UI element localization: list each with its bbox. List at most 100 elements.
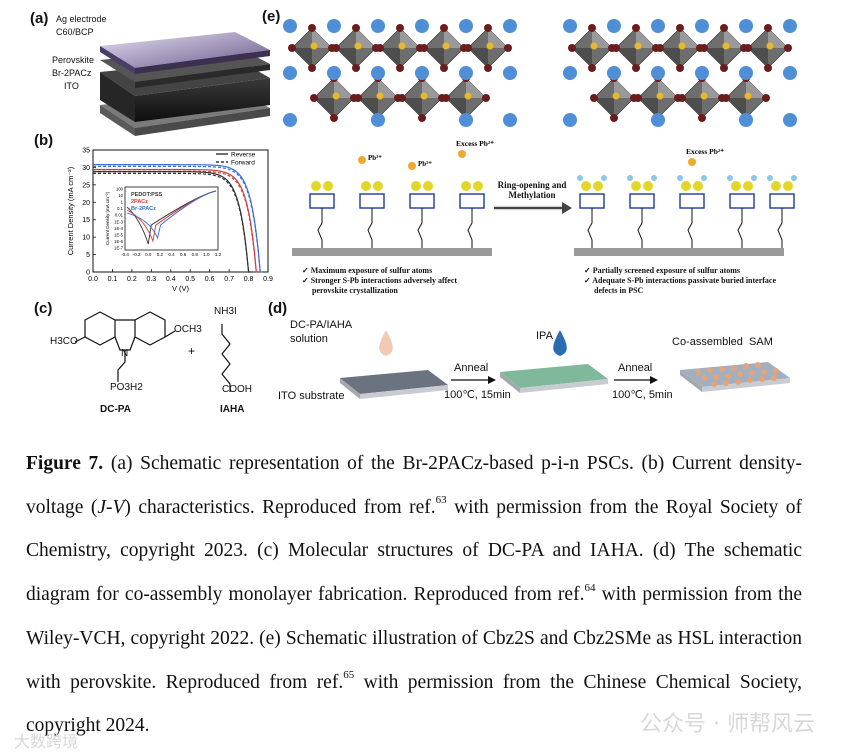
right-lattice-octahedron: [568, 24, 616, 72]
x-tick-label: 0.1: [108, 276, 118, 283]
watermark-left: 大数跨境: [14, 728, 78, 752]
hsl-interaction-schematic: Pb²⁺Pb²⁺Excess Pb²⁺Excess Pb²⁺: [262, 8, 807, 300]
inset-x-tick-label: 1.2: [215, 252, 222, 257]
cbz2s-molecule: [310, 181, 334, 248]
right-substrate: [574, 248, 784, 256]
cbz2sme-molecule: [677, 175, 707, 248]
inset-y-tick-label: 1: [121, 200, 124, 205]
inset-y-tick-label: 1E-5: [114, 232, 124, 237]
dcpa-right-group: OCH3: [174, 324, 202, 335]
reaction-arrow-head: [562, 202, 572, 214]
result-label: Co-assembled SAM: [672, 336, 773, 348]
right-notes: ✓ Partially screened exposure of sulfur …: [584, 266, 776, 296]
cation-sphere: [695, 19, 709, 33]
inset-x-tick-label: -0.2: [133, 252, 141, 257]
cation-sphere: [651, 113, 665, 127]
cation-sphere: [459, 66, 473, 80]
inset-x-tick-label: 1.0: [203, 252, 210, 257]
y-tick-label: 35: [82, 148, 90, 155]
left-lattice-octahedron: [332, 24, 380, 72]
cation-sphere: [607, 66, 621, 80]
pb-ion: [358, 156, 366, 164]
inset-x-tick-label: 0.0: [145, 252, 152, 257]
y-tick-label: 20: [82, 200, 90, 207]
panel-e: (e) Pb²⁺Pb²⁺Excess Pb²⁺Excess Pb²⁺ Ring-…: [262, 8, 807, 300]
pb-label: Pb²⁺: [368, 154, 382, 162]
right-lattice-octahedron: [700, 24, 748, 72]
cation-sphere: [563, 66, 577, 80]
left-note-1: Maximum exposure of sulfur atoms: [311, 266, 432, 275]
cation-sphere: [695, 66, 709, 80]
cation-sphere: [459, 19, 473, 33]
legend-label-reverse: Reverse: [231, 152, 256, 159]
cation-sphere: [651, 19, 665, 33]
cbz2sme-molecule: [577, 175, 607, 248]
left-lattice-octahedron: [376, 24, 424, 72]
inset-y-tick-label: 100: [116, 187, 124, 192]
dcpa-n: N: [121, 348, 128, 359]
excess-pb-label: Excess Pb²⁺: [686, 147, 724, 156]
cation-sphere: [739, 113, 753, 127]
substrate-label: ITO substrate: [278, 390, 344, 402]
cation-sphere: [415, 19, 429, 33]
cation-sphere: [371, 113, 385, 127]
cation-sphere: [503, 19, 517, 33]
right-note-1: Partially screened exposure of sulfur at…: [593, 266, 740, 275]
cation-sphere: [783, 19, 797, 33]
layer-label-ito: ITO: [64, 81, 79, 91]
caption-ref-64: 64: [584, 582, 595, 594]
cation-sphere: [371, 19, 385, 33]
x-tick-label: 0.2: [127, 276, 137, 283]
left-lattice-octahedron: [398, 74, 446, 122]
left-lattice-octahedron: [464, 24, 512, 72]
y-tick-label: 5: [86, 252, 90, 259]
dcpa-left-group: H3CO: [50, 336, 78, 347]
excess-pb-ion: [688, 158, 696, 166]
inset-x-tick-label: 0.4: [168, 252, 175, 257]
inset-y-tick-label: 0.01: [115, 213, 124, 218]
left-notes: ✓ Maximum exposure of sulfur atoms ✓ Str…: [302, 266, 457, 296]
cation-sphere: [283, 66, 297, 80]
ipa-label: IPA: [536, 330, 553, 342]
caption-figure-number: Figure 7.: [26, 453, 103, 474]
caption-jv: J-V: [97, 497, 124, 518]
iaha-top: NH3I: [214, 306, 237, 317]
inset-legend-label: PEDOT:PSS: [131, 192, 163, 198]
x-tick-label: 0.5: [185, 276, 195, 283]
cation-sphere: [563, 113, 577, 127]
right-lattice-octahedron: [678, 74, 726, 122]
y-tick-label: 30: [82, 165, 90, 172]
inset-y-tick-label: 10: [118, 193, 123, 198]
cbz2s-molecule: [360, 181, 384, 248]
y-tick-label: 15: [82, 217, 90, 224]
x-tick-label: 0.6: [205, 276, 215, 283]
x-axis-label: V (V): [172, 284, 190, 293]
panel-d: (d) DC-PA/IAHA solution: [268, 300, 805, 425]
iaha-structure: [210, 314, 270, 414]
inset-y-tick-label: 1E-3: [114, 219, 124, 224]
inset-y-tick-label: 1E-6: [114, 239, 124, 244]
iaha-name: IAHA: [220, 404, 244, 415]
left-lattice-octahedron: [420, 24, 468, 72]
right-note-2: Adequate S-Pb interactions passivate bur…: [592, 276, 776, 285]
inset-y-tick-label: 1E-4: [114, 226, 124, 231]
dcpa-name: DC-PA: [100, 404, 131, 415]
cbz2sme-molecule: [727, 175, 757, 248]
iaha-bottom: COOH: [222, 384, 252, 395]
x-tick-label: 0.7: [224, 276, 234, 283]
cond1-label: 100℃, 15min: [444, 388, 511, 401]
x-tick-label: 0.3: [146, 276, 156, 283]
y-tick-label: 0: [86, 270, 90, 277]
right-lattice-octahedron: [744, 24, 792, 72]
cation-sphere: [283, 19, 297, 33]
left-note-3: perovskite crystallization: [302, 286, 457, 296]
left-lattice-octahedron: [288, 24, 336, 72]
layer-label-br2pacz: Br-2PACz: [52, 68, 91, 78]
cbz2s-molecule: [410, 181, 434, 248]
layer-label-perovskite: Perovskite: [52, 55, 94, 65]
inset-y-tick-label: 1E-7: [114, 246, 124, 251]
left-lattice-octahedron: [310, 74, 358, 122]
panel-c: (c) H3CO OCH3 N PO3H2 DC-PA + NH3I COOH …: [30, 300, 275, 425]
jv-chart: 0.00.10.20.30.40.50.60.70.80.90510152025…: [30, 132, 275, 302]
right-lattice-octahedron: [612, 24, 660, 72]
